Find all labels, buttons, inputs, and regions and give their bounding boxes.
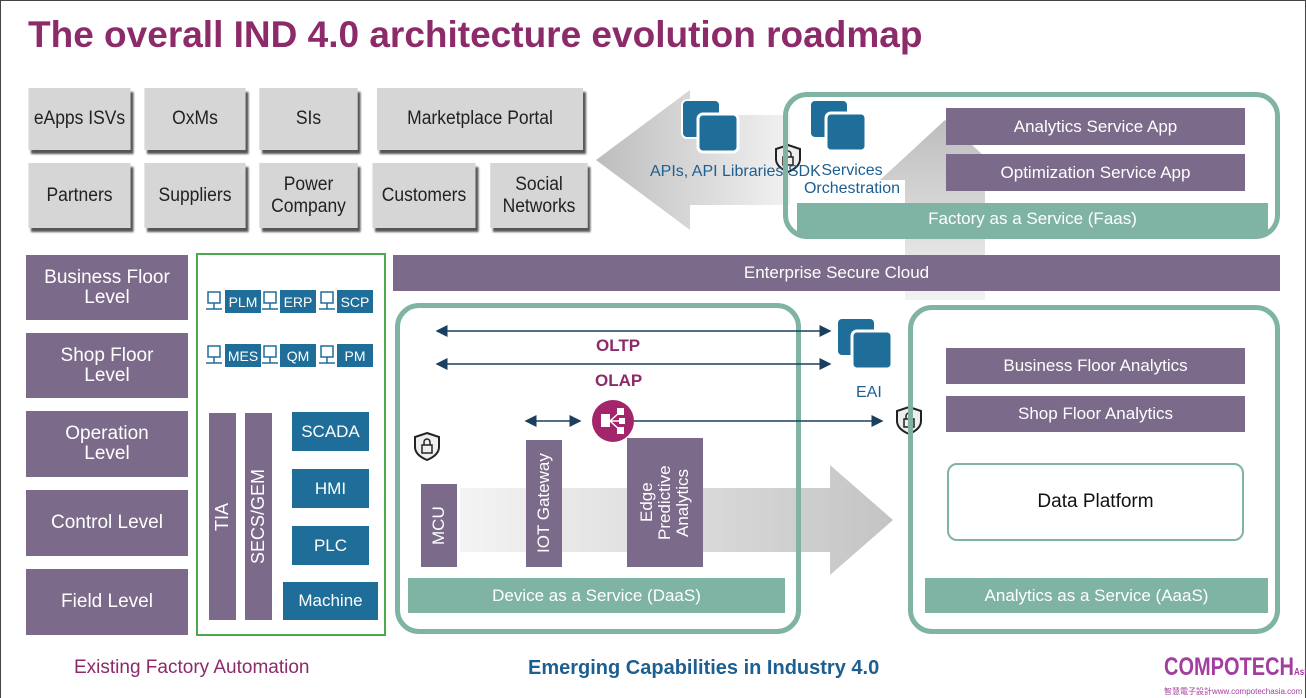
box-power-company: Power Company [259, 163, 358, 228]
box-social-networks: Social Networks [490, 163, 588, 228]
computer-icon [206, 291, 222, 310]
box-marketplace: Marketplace Portal [376, 88, 584, 150]
machine-box: Machine [283, 582, 378, 620]
aaas-bar: Analytics as a Service (AaaS) [925, 578, 1268, 613]
system-qm: QM [280, 344, 316, 367]
eai-label: EAI [856, 384, 882, 401]
enterprise-secure-cloud: Enterprise Secure Cloud [393, 255, 1280, 291]
computer-icon [262, 291, 278, 310]
lock-shield-icon [775, 143, 801, 174]
share-node-icon [592, 400, 634, 442]
computer-icon [206, 345, 222, 364]
logo-name: COMPOTECH [1164, 653, 1294, 681]
existing-factory-automation-label: Existing Factory Automation [74, 657, 310, 678]
system-scp: SCP [337, 290, 373, 313]
left-arrow [596, 90, 790, 230]
level-business-floor: Business Floor Level [26, 255, 188, 320]
emerging-capabilities-label: Emerging Capabilities in Industry 4.0 [528, 657, 880, 679]
plc-box: PLC [292, 526, 369, 565]
box-eapps: eApps ISVs [28, 88, 131, 150]
system-mes: MES [225, 344, 261, 367]
edge-predictive-analytics-bar: Edge Predictive Analytics [627, 438, 703, 567]
daas-container [395, 303, 801, 634]
box-customers: Customers [372, 163, 476, 228]
iot-gateway-bar: IOT Gateway [526, 440, 562, 567]
box-sis: SIs [259, 88, 358, 150]
logo-tagline: 智慧電子設計www.compotechasia.com [1164, 687, 1303, 696]
box-partners: Partners [28, 163, 131, 228]
lock-shield-icon [414, 431, 440, 462]
aaas-container [908, 305, 1280, 634]
system-pm: PM [337, 344, 373, 367]
level-shop-floor: Shop Floor Level [26, 333, 188, 398]
mcu-bar: MCU [421, 484, 457, 567]
logo-suffix: Asia [1294, 667, 1306, 678]
level-operation: Operation Level [26, 411, 188, 477]
computer-icon [262, 345, 278, 364]
eai-stack-icon [836, 317, 894, 371]
computer-icon [319, 345, 335, 364]
shop-floor-analytics: Shop Floor Analytics [946, 396, 1245, 432]
compotech-logo: COMPOTECHAsia 智慧電子設計www.compotechasia.co… [1164, 653, 1306, 696]
services-orchestration-label: Services Orchestration [803, 162, 901, 197]
oltp-label: OLTP [596, 336, 641, 355]
hmi-box: HMI [292, 469, 369, 508]
level-field: Field Level [26, 569, 188, 635]
level-control: Control Level [26, 490, 188, 556]
page-title: The overall IND 4.0 architecture evoluti… [28, 14, 923, 55]
system-plm: PLM [225, 290, 261, 313]
faas-bar: Factory as a Service (Faas) [797, 203, 1268, 235]
scada-box: SCADA [292, 412, 369, 451]
data-platform: Data Platform [947, 463, 1244, 541]
services-stack-icon [809, 99, 868, 153]
computer-icon [319, 291, 335, 310]
factory-automation-container [196, 253, 386, 636]
analytics-service-app: Analytics Service App [946, 108, 1245, 145]
optimization-service-app: Optimization Service App [946, 154, 1245, 191]
apis-stack-icon [681, 99, 740, 154]
faas-container [783, 92, 1280, 239]
box-suppliers: Suppliers [144, 163, 246, 228]
system-erp: ERP [280, 290, 316, 313]
box-oxms: OxMs [144, 88, 246, 150]
business-floor-analytics: Business Floor Analytics [946, 348, 1245, 384]
olap-label: OLAP [595, 371, 643, 390]
daas-bar: Device as a Service (DaaS) [408, 578, 785, 613]
